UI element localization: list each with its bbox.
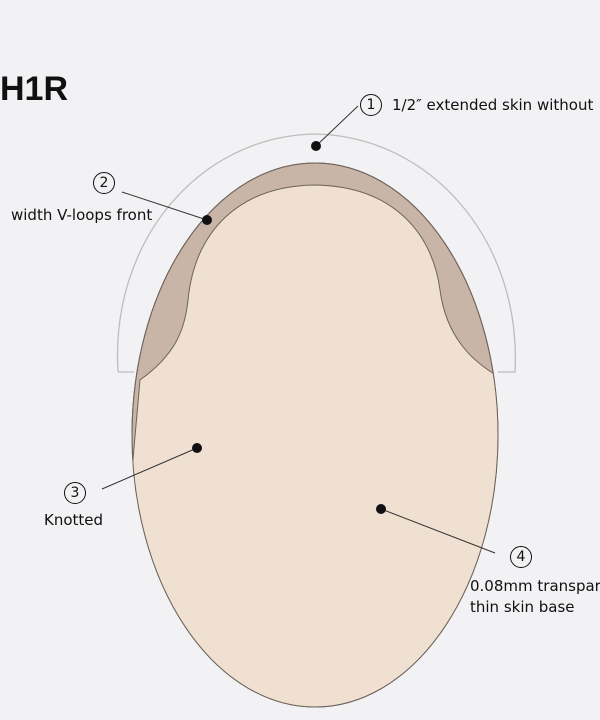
knotted-area <box>132 184 498 707</box>
extended-skin-outline <box>116 133 516 373</box>
label-4-number: 4 <box>510 546 532 568</box>
label-1-number: 1 <box>360 94 382 116</box>
marker-dots <box>192 141 386 514</box>
label-1-text: 1/2″ extended skin without <box>392 96 594 114</box>
label-2-text: width V-loops front <box>11 206 153 224</box>
label-4-text-line2: thin skin base <box>470 598 575 616</box>
page-title: H1R <box>0 70 69 108</box>
leader-lines <box>101 105 496 554</box>
label-4-text: 0.08mm transpar <box>470 577 600 595</box>
label-2-number: 2 <box>93 172 115 194</box>
label-3-number: 3 <box>64 482 86 504</box>
label-3-text: Knotted <box>44 511 104 529</box>
